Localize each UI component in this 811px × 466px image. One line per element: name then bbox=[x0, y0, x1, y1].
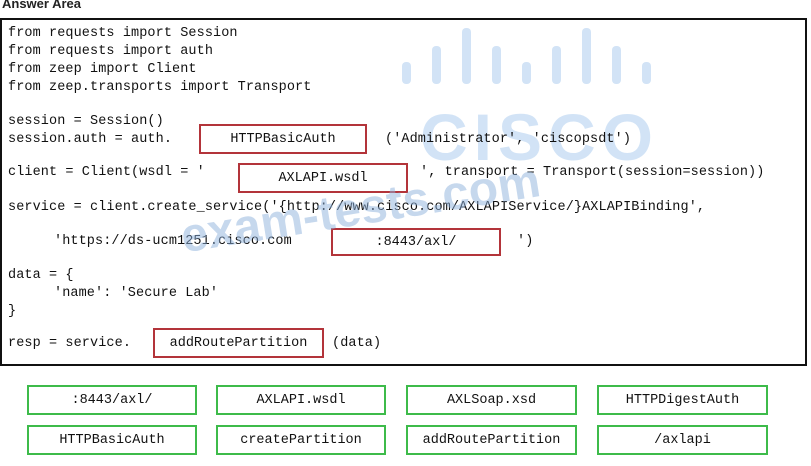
option-axlapi-wsdl[interactable]: AXLAPI.wsdl bbox=[216, 385, 386, 415]
code-line-service: service = client.create_service('{http:/… bbox=[8, 200, 706, 215]
option-axlsoap-xsd[interactable]: AXLSoap.xsd bbox=[406, 385, 577, 415]
drop-slot-wsdl[interactable]: AXLAPI.wsdl bbox=[238, 163, 408, 193]
answer-area-title: Answer Area bbox=[2, 0, 81, 11]
cisco-bridge-logo-icon bbox=[402, 28, 651, 84]
drop-slot-url[interactable]: :8443/axl/ bbox=[331, 228, 501, 256]
code-line-auth-suffix: ('Administrator', 'ciscopsdt') bbox=[385, 132, 632, 147]
code-line-resp-suffix: (data) bbox=[332, 336, 382, 351]
code-line-import-client: from zeep import Client bbox=[8, 62, 197, 77]
drop-slot-auth[interactable]: HTTPBasicAuth bbox=[199, 124, 367, 154]
code-line-session: session = Session() bbox=[8, 114, 164, 129]
code-line-data-open: data = { bbox=[8, 268, 74, 283]
option-port-axl[interactable]: :8443/axl/ bbox=[27, 385, 197, 415]
option-axlapi-path[interactable]: /axlapi bbox=[597, 425, 768, 455]
cisco-logo-text: CISCO bbox=[420, 100, 659, 174]
code-line-client-suffix: ', transport = Transport(session=session… bbox=[420, 165, 765, 180]
code-line-data-close: } bbox=[8, 304, 17, 319]
code-line-url-prefix: 'https://ds-ucm1251.cisco.com bbox=[54, 234, 292, 249]
code-line-resp-prefix: resp = service. bbox=[8, 336, 132, 351]
option-create-partition[interactable]: createPartition bbox=[216, 425, 386, 455]
code-line-client-prefix: client = Client(wsdl = ' bbox=[8, 165, 205, 180]
code-line-import-transport: from zeep.transports import Transport bbox=[8, 80, 312, 95]
option-add-route-partition[interactable]: addRoutePartition bbox=[406, 425, 577, 455]
option-http-basic-auth[interactable]: HTTPBasicAuth bbox=[27, 425, 197, 455]
code-line-auth-prefix: session.auth = auth. bbox=[8, 132, 173, 147]
code-line-data-name: 'name': 'Secure Lab' bbox=[54, 286, 219, 301]
code-line-import-session: from requests import Session bbox=[8, 26, 238, 41]
code-line-import-auth: from requests import auth bbox=[8, 44, 214, 59]
code-line-url-suffix: ') bbox=[517, 234, 534, 249]
option-http-digest-auth[interactable]: HTTPDigestAuth bbox=[597, 385, 768, 415]
cisco-logo: CISCO bbox=[402, 28, 659, 174]
code-panel: CISCO from requests import Session from … bbox=[0, 18, 807, 366]
drop-slot-method[interactable]: addRoutePartition bbox=[153, 328, 324, 358]
